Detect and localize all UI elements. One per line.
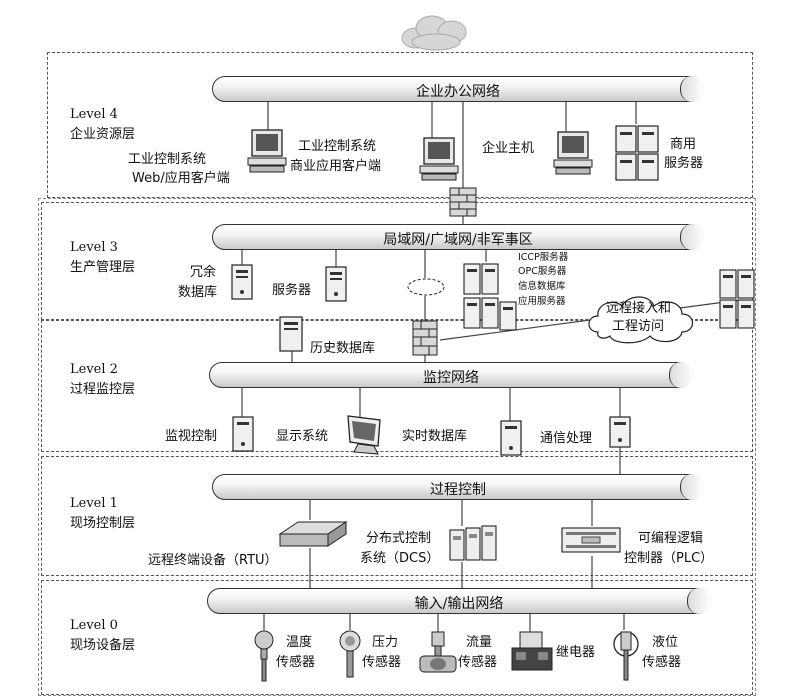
lan-wan-bus: 局域网/广域网/非军事区 (212, 224, 704, 250)
redundant-db-label-1: 冗余 (190, 265, 217, 280)
server-icon (609, 416, 631, 448)
rtu-label: 远程终端设备（RTU） (148, 553, 278, 568)
internet-cloud-icon (401, 15, 467, 51)
monitoring-network-bus: 监控网络 (209, 362, 693, 388)
io-network-bus: 输入/输出网络 (207, 588, 711, 614)
level4-code: Level 4 (70, 107, 118, 122)
display-system-label: 显示系统 (276, 429, 329, 444)
level1-name: 现场控制层 (70, 516, 136, 531)
flow-sensor-label-1: 流量 (466, 635, 493, 650)
enterprise-network-label: 企业办公网络 (416, 84, 500, 100)
level3-name: 生产管理层 (70, 260, 136, 275)
relay-label: 继电器 (556, 645, 596, 660)
level3-label: Level 3 生产管理层 (70, 238, 135, 278)
realtime-db-label: 实时数据库 (402, 429, 468, 444)
firewall-icon (449, 187, 477, 217)
process-control-label: 过程控制 (430, 482, 486, 498)
dcs-device-icon (449, 525, 497, 561)
network-cloud-icon (407, 278, 445, 296)
redundant-db-label-2: 数据库 (178, 285, 218, 300)
monitor-icon (347, 415, 381, 455)
pressure-sensor-label-1: 压力 (372, 635, 399, 650)
io-network-label: 输入/输出网络 (414, 596, 504, 612)
level0-name: 现场设备层 (70, 638, 136, 653)
app-server-label-opc: OPC服务器 (518, 266, 567, 277)
dcs-label-2: 系统（DCS） (360, 551, 440, 566)
outer-zone (38, 198, 756, 696)
monitor-control-label: 监视控制 (165, 429, 218, 444)
level1-label: Level 1 现场控制层 (70, 494, 135, 534)
server-icon (231, 264, 253, 300)
app-server-label-app: 应用服务器 (518, 296, 566, 307)
commercial-server-label-1: 商用 (670, 137, 697, 152)
web-client-label-2: Web/应用客户端 (132, 171, 230, 186)
flow-sensor-label-2: 传感器 (458, 655, 498, 670)
level0-code: Level 0 (70, 618, 118, 633)
temp-sensor-label-2: 传感器 (276, 655, 316, 670)
web-client-label-1: 工业控制系统 (128, 152, 207, 167)
server-icon (500, 420, 522, 456)
commercial-server-label-2: 服务器 (664, 156, 704, 171)
relay-icon (511, 631, 553, 671)
level3-code: Level 3 (70, 240, 118, 255)
level2-label: Level 2 过程监控层 (70, 360, 135, 400)
level4-zone (47, 52, 753, 198)
level0-zone (41, 580, 753, 695)
remote-server-rack-icon (719, 269, 755, 329)
pressure-sensor-label-2: 传感器 (362, 655, 402, 670)
app-server-label-iccp: ICCP服务器 (518, 252, 569, 263)
firewall-icon (412, 320, 438, 356)
level4-label: Level 4 企业资源层 (70, 105, 135, 145)
plc-label-1: 可编程逻辑 (638, 531, 704, 546)
rtu-device-icon (278, 521, 348, 547)
level2-zone (41, 320, 753, 452)
comm-processing-label: 通信处理 (540, 431, 593, 446)
workstation-icon (553, 131, 593, 175)
level3-zone (41, 202, 753, 320)
workstation-icon (247, 129, 287, 173)
host-label: 企业主机 (482, 141, 535, 156)
server-icon (232, 416, 254, 452)
level-sensor-label-1: 液位 (652, 635, 679, 650)
business-client-label-2: 商业应用客户端 (290, 159, 382, 174)
workstation-icon (419, 137, 459, 181)
app-server-label-info-db: 信息数据库 (518, 281, 566, 292)
server-cluster-icon (463, 263, 517, 331)
level4-name: 企业资源层 (70, 127, 136, 142)
temperature-sensor-icon (254, 630, 274, 682)
level-sensor-icon (613, 631, 639, 681)
process-control-bus: 过程控制 (212, 474, 704, 500)
historian-label: 历史数据库 (310, 341, 376, 356)
flow-sensor-icon (419, 631, 457, 673)
level2-name: 过程监控层 (70, 382, 136, 397)
historian-server-icon (279, 316, 303, 352)
level0-label: Level 0 现场设备层 (70, 616, 135, 656)
monitoring-network-label: 监控网络 (423, 370, 479, 386)
level-sensor-label-2: 传感器 (642, 655, 682, 670)
lan-wan-label: 局域网/广域网/非军事区 (383, 232, 533, 248)
remote-access-cloud-icon (588, 296, 694, 344)
level2-code: Level 2 (70, 362, 118, 377)
level1-code: Level 1 (70, 496, 118, 511)
server-label: 服务器 (272, 283, 312, 298)
plc-label-2: 控制器（PLC） (624, 551, 714, 566)
business-client-label-1: 工业控制系统 (298, 139, 377, 154)
server-icon (325, 266, 347, 302)
plc-device-icon (561, 527, 621, 553)
pressure-sensor-icon (339, 630, 361, 678)
enterprise-network-bus: 企业办公网络 (212, 76, 704, 102)
server-rack-icon (615, 125, 659, 181)
remote-access-label-1: 远程接入和 (606, 301, 672, 316)
level1-zone (41, 456, 753, 576)
dcs-label-1: 分布式控制 (366, 531, 432, 546)
remote-access-label-2: 工程访问 (612, 319, 665, 334)
temp-sensor-label-1: 温度 (286, 635, 313, 650)
